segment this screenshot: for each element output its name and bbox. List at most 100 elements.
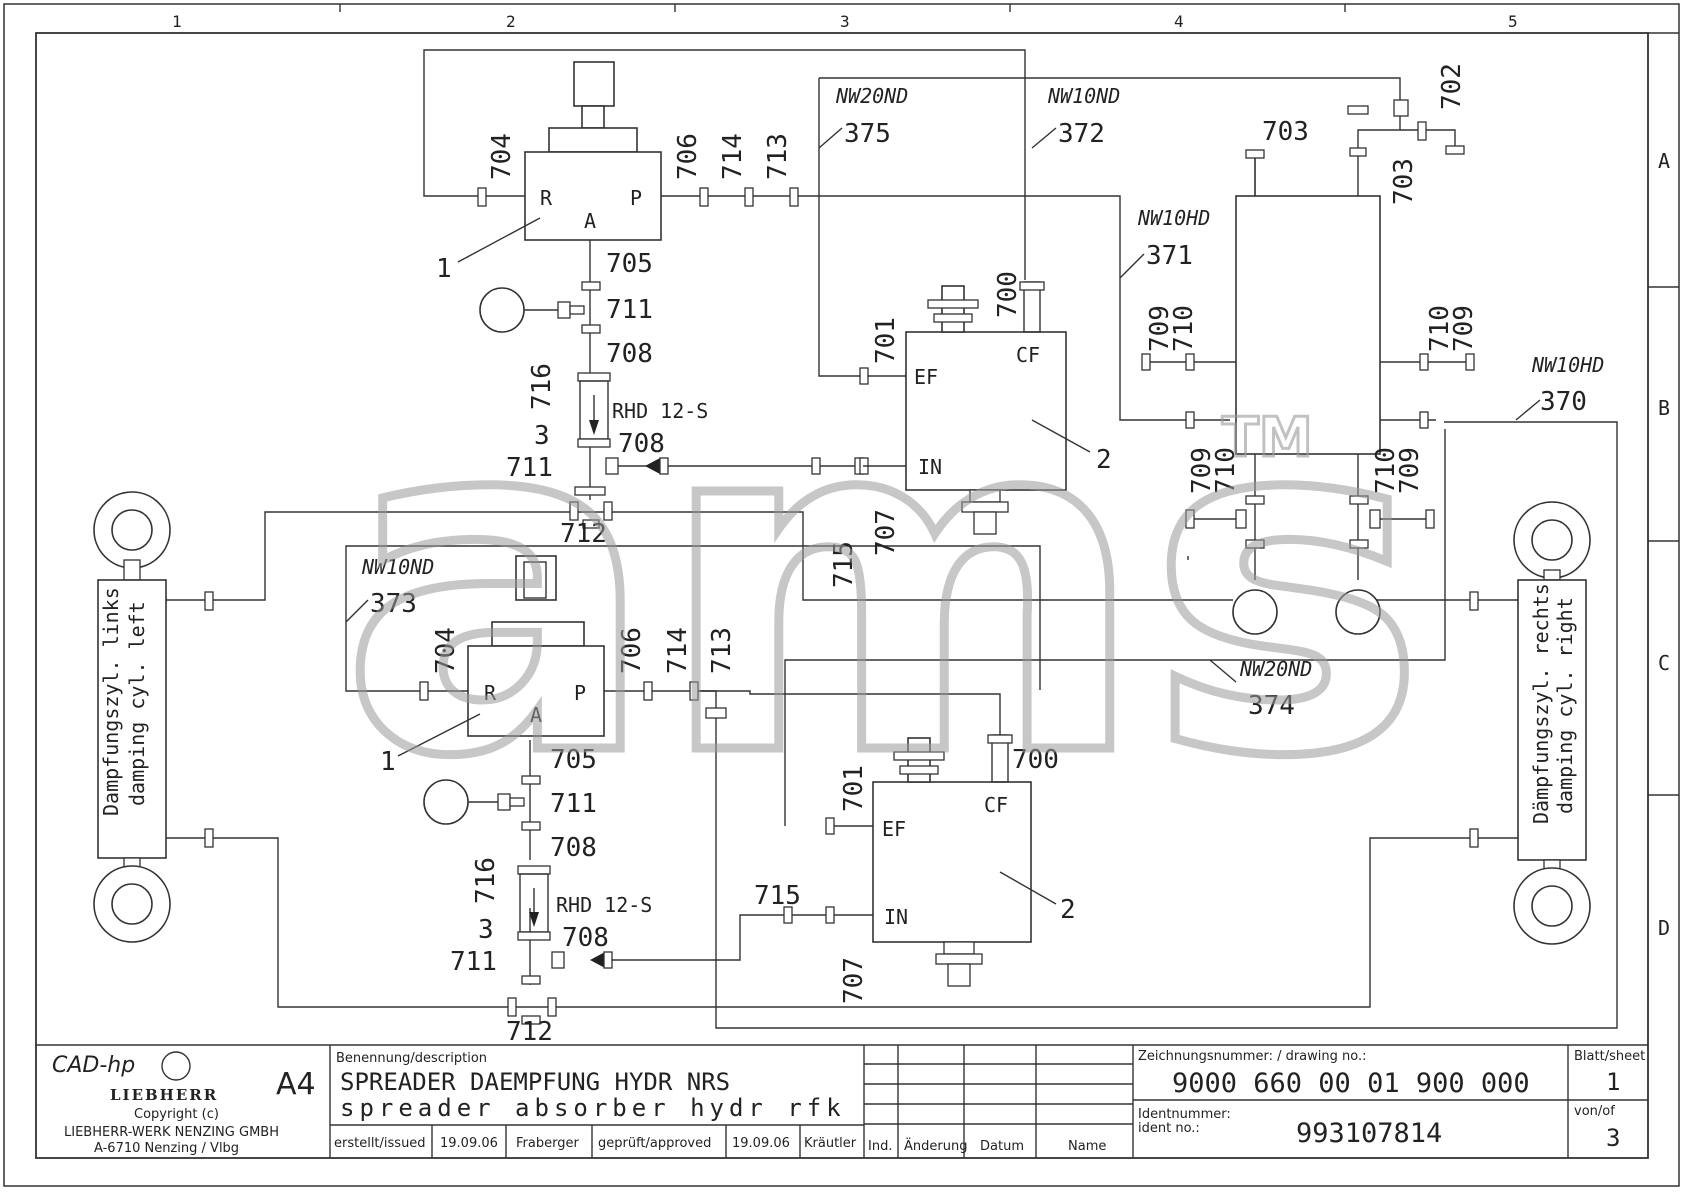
lower-valve-r: R bbox=[484, 681, 497, 705]
upper-damper-in: IN bbox=[918, 455, 942, 479]
l707: 707 bbox=[839, 957, 869, 1004]
lower-fittings bbox=[419, 681, 727, 1025]
rev-name: Name bbox=[1068, 1139, 1106, 1154]
b710c: 710 bbox=[1211, 447, 1241, 494]
lower-damper-ef: EF bbox=[882, 817, 906, 841]
l708b: 708 bbox=[562, 923, 609, 953]
watermark-text: ams bbox=[340, 312, 1427, 859]
issued-by: Fraberger bbox=[516, 1136, 579, 1151]
upper-valve-ref: 1 bbox=[436, 254, 452, 284]
u700: 700 bbox=[993, 271, 1023, 318]
left-cylinder-label-de: Dampfungszyl. links bbox=[99, 587, 123, 816]
p375-spec: NW20ND bbox=[835, 84, 908, 108]
drawing-no-label: Zeichnungsnummer: / drawing no.: bbox=[1138, 1049, 1367, 1064]
left-damping-cylinder bbox=[93, 491, 214, 943]
l714: 714 bbox=[663, 627, 693, 674]
of-number: 3 bbox=[1606, 1124, 1620, 1152]
pipe-lines bbox=[209, 49, 1618, 1029]
b710a: 710 bbox=[1169, 305, 1199, 352]
l706: 706 bbox=[617, 627, 647, 674]
upper-valve-r: R bbox=[540, 186, 553, 210]
l705: 705 bbox=[550, 745, 597, 775]
upper-damper-unit: EF CF IN 2 bbox=[859, 281, 1112, 535]
liebherr-logo-icon bbox=[161, 1051, 191, 1081]
outer-frame bbox=[3, 3, 1680, 1187]
l708a: 708 bbox=[550, 833, 597, 863]
lower-valve-a: A bbox=[530, 703, 542, 727]
brand-name: LIEBHERR bbox=[110, 1086, 218, 1104]
inner-frame bbox=[35, 32, 1649, 1159]
upper-restrictor-type: RHD 12-S bbox=[612, 399, 708, 423]
description-de: SPREADER DAEMPFUNG HYDR NRS bbox=[340, 1068, 730, 1096]
l712: 712 bbox=[506, 1017, 553, 1047]
u708a: 708 bbox=[606, 339, 653, 369]
l704: 704 bbox=[431, 627, 461, 674]
b702: 702 bbox=[1437, 63, 1467, 110]
upper-damper-ef: EF bbox=[914, 365, 938, 389]
left-cylinder-label-en: damping cyl. left bbox=[125, 601, 149, 806]
l701: 701 bbox=[839, 765, 869, 812]
p372-spec: NW10ND bbox=[1047, 84, 1120, 108]
l716: 716 bbox=[471, 857, 501, 904]
right-cylinder-label-de: Dämpfungszyl. rechts bbox=[1529, 583, 1553, 824]
l715: 715 bbox=[754, 881, 801, 911]
p371-num: 371 bbox=[1146, 241, 1193, 271]
rev-date: Datum bbox=[980, 1139, 1024, 1154]
description-label: Benennung/description bbox=[336, 1051, 487, 1066]
lower-valve-ref: 1 bbox=[380, 747, 396, 777]
p372-num: 372 bbox=[1058, 119, 1105, 149]
approved-label: geprüft/approved bbox=[598, 1136, 711, 1151]
ident-label-en: ident no.: bbox=[1138, 1121, 1200, 1136]
u701: 701 bbox=[871, 317, 901, 364]
zone-col-3: 3 bbox=[840, 12, 850, 31]
b710b: 710 bbox=[1425, 305, 1455, 352]
p375-num: 375 bbox=[844, 119, 891, 149]
l700: 700 bbox=[1012, 745, 1059, 775]
lower-damper-in: IN bbox=[884, 905, 908, 929]
ident-label-de: Identnummer: bbox=[1138, 1107, 1231, 1122]
zone-col-2: 2 bbox=[506, 12, 516, 31]
company: LIEBHERR-WERK NENZING GMBH bbox=[64, 1125, 279, 1140]
zone-col-5: 5 bbox=[1508, 12, 1518, 31]
u708b: 708 bbox=[618, 429, 665, 459]
copyright: Copyright (c) bbox=[134, 1107, 219, 1122]
upper-valve-a: A bbox=[584, 209, 596, 233]
zone-row-d: D bbox=[1658, 916, 1670, 940]
u711b: 711 bbox=[506, 453, 553, 483]
upper-damper-ref: 2 bbox=[1096, 445, 1112, 475]
issued-date: 19.09.06 bbox=[440, 1136, 498, 1151]
lower-damper-cf: CF bbox=[984, 793, 1008, 817]
u715: 715 bbox=[829, 541, 859, 588]
lower-restrictor-type: RHD 12-S bbox=[556, 893, 652, 917]
approved-by: Kräutler bbox=[804, 1136, 857, 1151]
lower-damper-ref: 2 bbox=[1060, 895, 1076, 925]
ident-no: 993107814 bbox=[1296, 1118, 1442, 1149]
u713: 713 bbox=[763, 133, 793, 180]
u714: 714 bbox=[718, 133, 748, 180]
p374-num: 374 bbox=[1248, 691, 1295, 721]
upper-damper-cf: CF bbox=[1016, 343, 1040, 367]
b703a: 703 bbox=[1262, 117, 1309, 147]
u716: 716 bbox=[527, 363, 557, 410]
zone-row-a: A bbox=[1658, 149, 1670, 173]
b709a: 709 bbox=[1145, 305, 1175, 352]
l713: 713 bbox=[707, 627, 737, 674]
lower-directional-valve: R A P 1 bbox=[380, 555, 605, 777]
u712: 712 bbox=[560, 519, 607, 549]
upper-directional-valve: R A P 1 bbox=[436, 61, 662, 284]
zone-col-4: 4 bbox=[1174, 12, 1184, 31]
pipe-callouts bbox=[345, 127, 1541, 683]
issued-label: erstellt/issued bbox=[334, 1136, 426, 1151]
u711a: 711 bbox=[606, 295, 653, 325]
watermark-trademark: TM bbox=[1222, 406, 1313, 469]
p370-num: 370 bbox=[1540, 387, 1587, 417]
l711b: 711 bbox=[450, 947, 497, 977]
right-cylinder-label-en: damping cyl. right bbox=[1553, 597, 1577, 814]
zone-row-b: B bbox=[1658, 396, 1670, 420]
rev-ind: Ind. bbox=[868, 1139, 892, 1154]
zone-col-1: 1 bbox=[172, 12, 182, 31]
upper-fittings bbox=[477, 187, 864, 529]
b709d: 709 bbox=[1395, 447, 1425, 494]
